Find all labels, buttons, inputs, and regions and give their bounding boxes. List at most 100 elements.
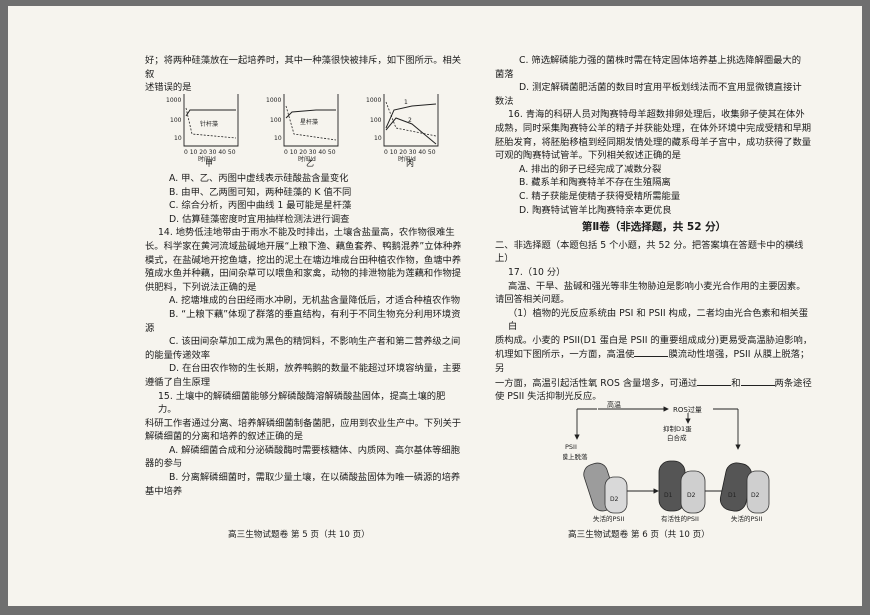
- q16-option-a: A. 排出的卵子已经完成了减数分裂: [519, 163, 662, 175]
- x-ticks: 0 10 20 30 40 50: [284, 149, 336, 156]
- label-d2: D2: [687, 492, 696, 499]
- label-d1: D1: [664, 492, 673, 499]
- section-desc: 二、非选择题（本题包括 5 个小题，共 52 分。把答案填在答题卡中的横线: [495, 239, 804, 251]
- q15-option-a-cont: 器的参与: [145, 458, 183, 470]
- text-span: 和: [731, 377, 741, 389]
- q15-line: 科研工作者通过分离、培养解磷细菌制备菌肥，应用到农业生产中。下列关于: [145, 417, 462, 429]
- q17-head: 17.（10 分）: [508, 266, 566, 278]
- left-column-body: A. 甲、乙、丙图中虚线表示硅酸盐含量变化 B. 由甲、乙两图可知，两种硅藻的 …: [145, 172, 463, 498]
- q16-line: 可观的陶赛特试管羊。下列相关叙述正确的是: [495, 150, 681, 162]
- x-label: 时间/d: [398, 155, 416, 163]
- label-detach-cont: 从膜上脱落: [563, 452, 588, 461]
- q14-line: 供肥料，下列说法正确的是: [145, 281, 257, 293]
- q17-line: 一方面，高温引起活性氧 ROS 含量增多，可通过 和 两条途径: [495, 376, 813, 391]
- text-span: 膜流动性增强，PSII 从膜上脱落；另: [495, 349, 810, 375]
- q14-option-a: A. 挖塘堆成的台田经雨水冲刷，无机盐含量降低后，才适合种植农作物: [169, 295, 461, 307]
- q14-option-b: B. “上粮下藕”体现了群落的垂直结构，有利于不同生物充分利用环境资: [169, 308, 461, 320]
- answer-blank: [634, 347, 669, 358]
- tick-label: 1000: [366, 97, 381, 104]
- text-span: 一方面，高温引起活性氧 ROS 含量增多，可通过: [495, 377, 698, 389]
- q17-line: 机理如下图所示，一方面，高温使膜流动性增强，PSII 从膜上脱落；另: [495, 347, 813, 375]
- q16-line: 成熟，同时采集陶赛特公羊的精子并获能处理，在体外环境中完成受精和早期: [495, 122, 812, 134]
- q17-line: 高温、干旱、盐碱和强光等非生物胁迫是影响小麦光合作用的主要因素。: [508, 280, 806, 292]
- option-c: C. 综合分析，丙图中曲线 1 最可能是星杆藻: [169, 200, 352, 212]
- label-inactive-psii: 失活的PSII: [593, 514, 624, 523]
- tick-label: 100: [370, 117, 382, 124]
- section-title: 第Ⅱ卷（非选择题，共 52 分）: [581, 221, 727, 234]
- label-inhibit: 抑制D1蛋: [663, 424, 692, 433]
- label-inactive-psii-2: 失活的PSII: [731, 514, 762, 523]
- q15-option-b: B. 分离解磷细菌时，需取少量土壤，在以磷酸盐固体为唯一磷源的培养: [169, 472, 461, 484]
- q15-option-b-cont: 基中培养: [145, 485, 183, 497]
- graph-yi: 星杆藻 1000 100 10 0 10 20 30 40 50 时间/d: [266, 94, 339, 163]
- label-detach: PSII: [565, 443, 577, 451]
- graph-jia: 针杆藻 1000 100 10 0 10 20 30 40 50 时间/d: [166, 94, 239, 163]
- q16-line: 16. 青海的科研人员对陶赛特母羊超数排卵处理后，收集卵子使其在体外: [508, 109, 805, 121]
- tick-label: 10: [374, 135, 382, 142]
- q15-line: 解磷细菌的分离和培养的叙述正确的是: [145, 431, 304, 443]
- q16-line: 胚胎发育，将胚胎移植到经同期发情处理的藏系母羊子宫中，成功获得了数量: [495, 136, 812, 148]
- text-line: 述错误的是: [145, 82, 192, 94]
- option-a: A. 甲、乙、丙图中虚线表示硅酸盐含量变化: [169, 173, 349, 184]
- q15-option-a: A. 解磷细菌合成和分泌磷酸酶时需要核糖体、内质网、高尔基体等细胞: [169, 444, 461, 456]
- q15-option-d: D. 测定解磷菌肥活菌的数目时宜用平板划线法而不宜用显微镜直接计: [519, 82, 802, 94]
- text-span: 机理如下图所示，一方面，高温使: [495, 349, 635, 361]
- q14-line: 长。科学家在黄河流域盐碱地开展“上粮下渔、藕鱼套养、鸭鹅混养”立体种养: [145, 240, 462, 252]
- exam-sheet: 好；将两种硅藻放在一起培养时，其中一种藻很快被排斥，如下图所示。相关叙 述错误的…: [8, 6, 862, 606]
- q17-line: 请回答相关问题。: [495, 294, 570, 306]
- q15-line: 15. 土壤中的解磷细菌能够分解磷酸酶溶解磷酸盐固体，提高土壤的肥力。: [158, 390, 446, 416]
- label-ros: ROS过量: [673, 405, 702, 414]
- option-d: D. 估算硅藻密度时宜用抽样检测法进行调查: [169, 213, 350, 225]
- q14-option-c: C. 该田间杂草加工成为黑色的精饲料，不影响生产者和第二营养级之间: [169, 336, 461, 348]
- curve-1-label: 1: [404, 99, 408, 106]
- q17-line: 使 PSII 失活抑制光反应。: [495, 391, 602, 403]
- left-column: 好；将两种硅藻放在一起培养时，其中一种藻很快被排斥，如下图所示。相关叙 述错误的…: [145, 54, 463, 95]
- tick-label: 1000: [266, 97, 281, 104]
- q16-option-b: B. 藏系羊和陶赛特羊不存在生殖隔离: [519, 177, 671, 189]
- x-ticks: 0 10 20 30 40 50: [384, 149, 436, 156]
- figure-label-jia: 甲: [205, 159, 213, 168]
- label-high-temp: 高温: [607, 401, 621, 409]
- figure-label-yi: 乙: [306, 159, 314, 168]
- answer-blank: [697, 376, 732, 386]
- q17-line: （1）植物的光反应系统由 PSI 和 PSII 构成，二者均由光合色素和相关蛋白: [508, 307, 808, 333]
- page-footer-left: 高三生物试题卷 第 5 页（共 10 页）: [228, 530, 370, 540]
- psii-inactive-right: D1 D2: [719, 462, 770, 514]
- section-desc-cont: 上）: [495, 253, 514, 265]
- text-span: 两条途径: [774, 377, 812, 389]
- x-label: 时间/d: [298, 155, 316, 163]
- q14-line: 殖成水鱼并种藕，田间杂草可以喂鱼和家禽，动物的排泄物能为莲藕和作物提: [145, 268, 462, 280]
- psii-inactive-left: D2: [583, 462, 628, 514]
- option-b: B. 由甲、乙两图可知，两种硅藻的 K 值不同: [169, 186, 352, 198]
- label-active-psii: 有活性的PSII: [661, 514, 699, 523]
- q15-option-c-cont: 菌落: [495, 68, 514, 80]
- q16-option-c: C. 精子获能是使精子获得受精所需能量: [519, 190, 681, 202]
- q14-option-b-cont: 源: [145, 322, 155, 334]
- x-label: 时间/d: [198, 155, 216, 163]
- tick-label: 1000: [166, 97, 181, 104]
- q14-line: 模式，在盐碱地开挖鱼塘，挖出的泥土在塘边堆成台田种植农作物，鱼塘中养: [145, 254, 462, 266]
- page-footer-right: 高三生物试题卷 第 6 页（共 10 页）: [568, 530, 710, 540]
- q14-option-d-cont: 遵循了自生原理: [145, 376, 211, 388]
- q16-option-d: D. 陶赛特试管羊比陶赛特亲本更优良: [519, 204, 672, 216]
- right-column: C. 筛选解磷能力强的菌株时需在特定固体培养基上挑选降解圈最大的 菌落 D. 测…: [495, 54, 813, 404]
- answer-blank: [740, 376, 775, 386]
- curve-2-label: 2: [408, 117, 412, 124]
- x-ticks: 0 10 20 30 40 50: [184, 149, 236, 156]
- graph-bing: 1 2 1000 100 10 0 10 20 30 40 50 时间/d: [366, 94, 439, 163]
- q15-option-d-cont: 数法: [495, 95, 514, 107]
- figure-psii-diagram: 高温 ROS过量 抑制D1蛋 白合成 PSII 从膜上脱落 D2 D1 D2 D…: [563, 401, 770, 523]
- label-inhibit-cont: 白合成: [667, 433, 687, 442]
- q14-option-c-cont: 的能量传递效率: [145, 349, 211, 361]
- label-d2: D2: [610, 496, 619, 503]
- graph-yi-label: 星杆藻: [300, 118, 318, 126]
- tick-label: 10: [174, 135, 182, 142]
- q15-option-c: C. 筛选解磷能力强的菌株时需在特定固体培养基上挑选降解圈最大的: [519, 55, 802, 66]
- label-d1: D1: [728, 492, 737, 499]
- figure-label-bing: 丙: [406, 159, 414, 168]
- q14-option-d: D. 在台田农作物的生长期，放养鸭鹅的数量不能超过环境容纳量，主要: [169, 363, 461, 375]
- psii-active: D1 D2: [658, 460, 706, 514]
- tick-label: 10: [274, 135, 282, 142]
- graph-jia-label: 针杆藻: [200, 120, 218, 128]
- figure-algae-graphs: 针杆藻 1000 100 10 0 10 20 30 40 50 时间/d 星杆…: [166, 94, 439, 163]
